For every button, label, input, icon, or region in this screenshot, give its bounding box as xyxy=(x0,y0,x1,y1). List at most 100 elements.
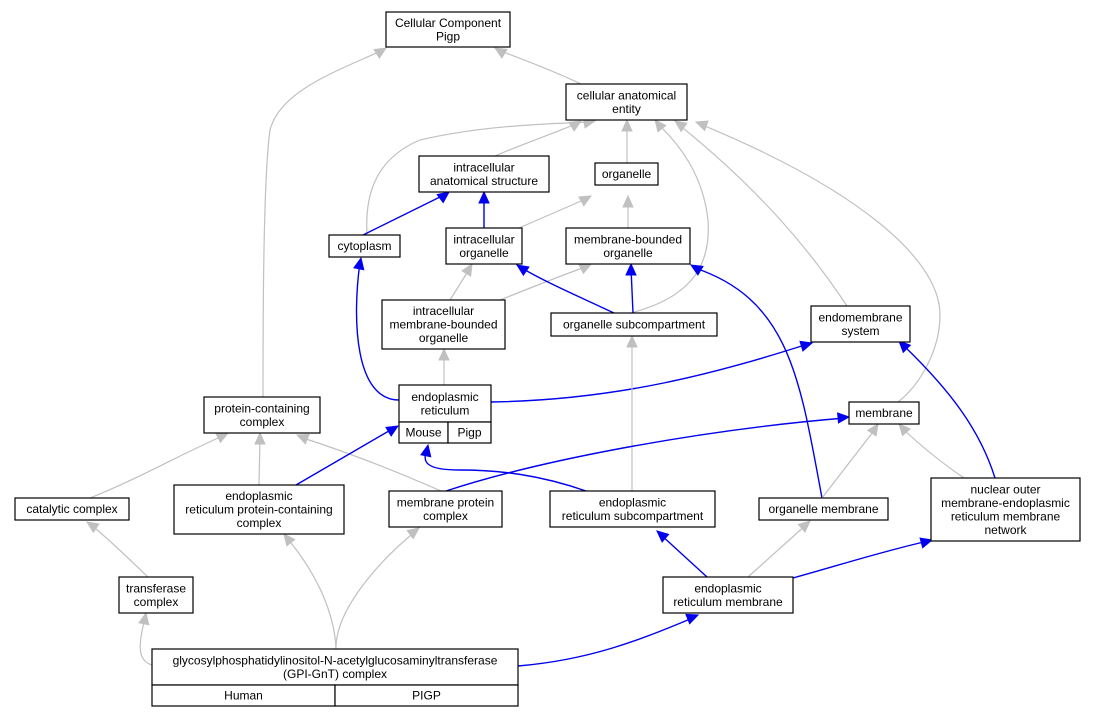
edge-er_membrane-to-er_subcompartment xyxy=(656,530,708,578)
edge-line xyxy=(519,266,615,314)
node-label-line: reticulum protein-containing xyxy=(185,503,332,517)
arrowhead xyxy=(568,120,583,132)
arrowhead xyxy=(461,262,473,277)
node-cell-label: PIGP xyxy=(412,689,441,703)
arrowhead xyxy=(438,347,450,361)
edge-organelle_subcompartment-to-membrane_bounded_organelle xyxy=(625,262,637,314)
node-box xyxy=(445,227,523,265)
node-organelle[interactable]: organelle xyxy=(594,162,659,186)
node-box xyxy=(385,11,511,48)
edge-endomembrane_system-to-cellular_anatomical_entity xyxy=(674,120,848,307)
node-label-line: cellular anatomical xyxy=(577,88,676,102)
edge-intracellular_organelle-to-intracellular_anatomical_structure xyxy=(478,190,490,228)
node-label-line: protein-containing xyxy=(214,401,309,415)
edge-line xyxy=(295,427,395,486)
edge-transferase_complex-to-catalytic_complex xyxy=(85,521,149,578)
node-label-line: glycosylphosphatidylinositol-N-acetylglu… xyxy=(173,653,498,667)
node-label-line: catalytic complex xyxy=(26,502,117,516)
node-cell xyxy=(334,684,519,707)
edge-er_protein_containing_complex-to-protein_containing_complex xyxy=(254,431,266,486)
node-label-line: organelle xyxy=(602,167,652,181)
edge-line xyxy=(490,343,809,403)
edge-line xyxy=(366,121,593,236)
edge-membrane-to-cellular_anatomical_entity xyxy=(694,120,941,403)
node-label-line: entity xyxy=(612,102,641,116)
arrowhead xyxy=(283,533,296,547)
edge-er_membrane-to-organelle_membrane xyxy=(747,520,811,578)
edge-gpi_gnt_complex-to-transferase_complex xyxy=(138,611,153,666)
node-label-line: nuclear outer xyxy=(970,482,1040,496)
arrowhead xyxy=(898,340,912,354)
edge-line xyxy=(299,436,442,492)
node-catalytic-complex[interactable]: catalytic complex xyxy=(14,497,130,521)
arrowhead xyxy=(689,264,704,276)
arrowhead xyxy=(254,431,266,445)
node-label-line: organelle membrane xyxy=(768,502,878,516)
edge-line xyxy=(499,265,589,301)
arrowhead xyxy=(837,412,851,424)
arrowhead xyxy=(919,537,934,549)
arrowhead xyxy=(436,191,450,204)
edge-cytoplasm-to-intracellular_anatomical_structure xyxy=(362,191,450,236)
node-organelle-subcompartment[interactable]: organelle subcompartment xyxy=(550,312,718,337)
node-membrane[interactable]: membrane xyxy=(848,401,920,425)
node-organelle-membrane[interactable]: organelle membrane xyxy=(758,497,889,521)
node-label-line: (GPI-GnT) complex xyxy=(283,667,387,681)
arrowhead xyxy=(215,432,230,444)
node-box xyxy=(418,155,550,193)
node-label-line: endomembrane xyxy=(818,310,902,324)
edge-line xyxy=(694,267,823,499)
node-label-line: complex xyxy=(237,516,282,530)
arrowhead xyxy=(622,194,634,208)
node-label-line: membrane-endoplasmic xyxy=(941,496,1070,510)
node-label-line: cytoplasm xyxy=(337,239,391,253)
edge-er_protein_containing_complex-to-endoplasmic_reticulum xyxy=(295,425,400,486)
edge-line xyxy=(792,540,929,579)
node-box xyxy=(594,162,659,186)
node-box xyxy=(118,576,194,614)
edge-er_membrane-to-nuclear_outer_membrane_er_network xyxy=(792,537,934,579)
edge-intracellular_membrane_bounded_organelle-to-intracellular_organelle xyxy=(449,262,473,301)
arrowhead xyxy=(866,422,879,437)
edge-line xyxy=(677,123,848,307)
edge-intracellular_organelle-to-organelle xyxy=(518,195,593,229)
node-gpi-gnt-complex[interactable]: glycosylphosphatidylinositol-N-acetylglu… xyxy=(151,648,519,707)
edge-line xyxy=(258,436,261,486)
edge-line xyxy=(659,533,708,578)
arrowhead xyxy=(295,433,310,445)
node-cytoplasm[interactable]: cytoplasm xyxy=(328,234,401,258)
node-label-line: reticulum xyxy=(421,403,470,417)
edge-line xyxy=(424,448,587,492)
arrowhead xyxy=(625,262,637,276)
node-label-line: network xyxy=(984,523,1027,537)
edge-endoplasmic_reticulum-to-endomembrane_system xyxy=(490,340,814,403)
edge-organelle-to-cellular_anatomical_entity xyxy=(621,118,633,163)
edge-gpi_gnt_complex-to-er_membrane xyxy=(517,613,700,667)
arrowhead xyxy=(385,425,400,437)
node-label-line: endoplasmic xyxy=(599,495,666,509)
node-box xyxy=(398,384,492,423)
edge-cellular_anatomical_entity-to-cc_root xyxy=(493,47,582,85)
edge-line xyxy=(355,261,400,401)
arrowhead xyxy=(898,423,911,437)
node-nuclear-outer-membrane-er-network[interactable]: nuclear outermembrane-endoplasmicreticul… xyxy=(930,477,1081,542)
node-box xyxy=(14,497,130,521)
edge-line xyxy=(286,537,337,650)
node-label-line: organelle xyxy=(603,246,653,260)
edge-line xyxy=(821,427,877,499)
node-box xyxy=(662,576,794,614)
